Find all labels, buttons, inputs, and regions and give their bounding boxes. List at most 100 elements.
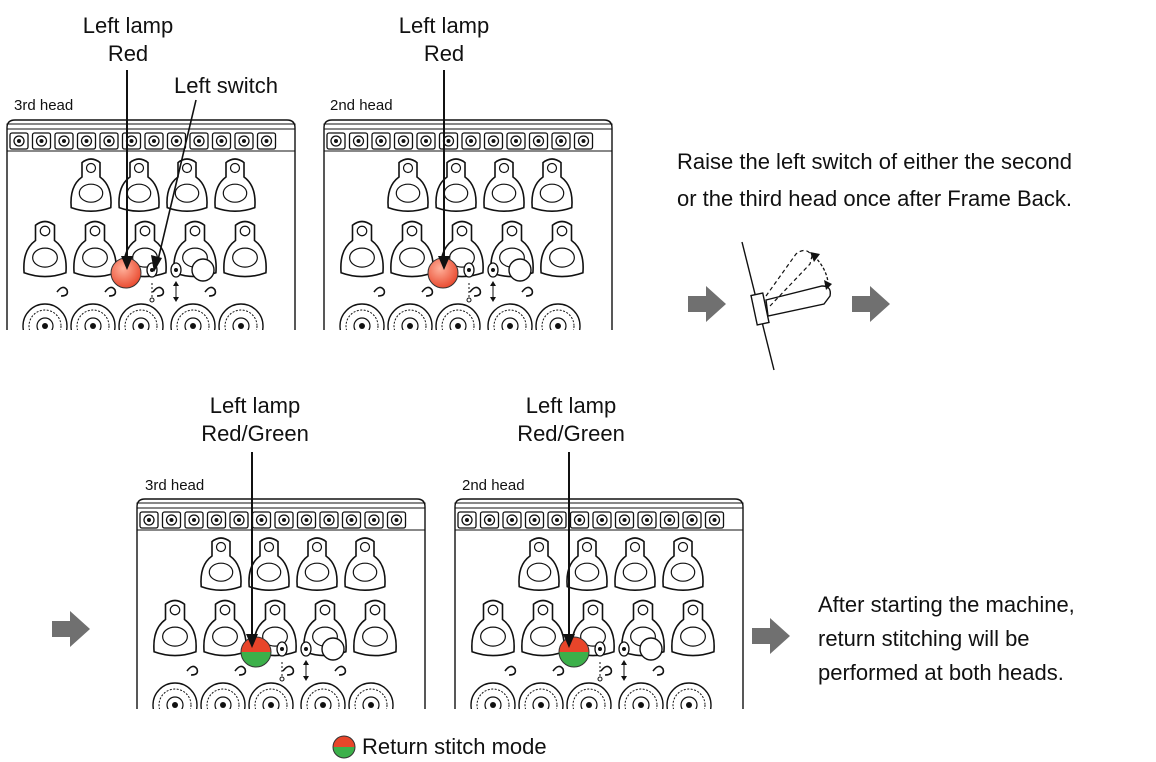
callout-line1: Left lamp bbox=[398, 13, 490, 38]
tension-knob-icon bbox=[166, 132, 187, 150]
pointer-arrowhead bbox=[151, 255, 162, 272]
result-line3: performed at both heads. bbox=[818, 660, 1064, 685]
tension-disc-icon bbox=[435, 303, 481, 330]
thread-guide-icon bbox=[153, 599, 197, 657]
legend-label: Return stitch mode bbox=[362, 734, 547, 759]
top-left-lamp-callout: Left lamp Red bbox=[58, 12, 198, 68]
flow-arrow-right-icon bbox=[688, 286, 726, 322]
thread-hook-icon bbox=[504, 665, 517, 676]
toggle-switch-icon bbox=[618, 641, 630, 657]
head-label-2nd-bottom: 2nd head bbox=[462, 477, 525, 494]
tension-knob-icon bbox=[461, 132, 481, 150]
thread-guide-icon bbox=[200, 537, 242, 591]
thread-guide-icon bbox=[471, 599, 515, 657]
thread-guide-icon bbox=[223, 220, 267, 278]
tension-disc-icon bbox=[339, 303, 385, 330]
pointer-line-left-switch bbox=[157, 99, 197, 261]
tension-knob-icon bbox=[483, 132, 504, 150]
tension-knob-icon bbox=[547, 511, 567, 529]
thread-hook-icon bbox=[552, 665, 565, 676]
thread-guide-icon bbox=[518, 537, 560, 591]
tension-knob-icon bbox=[637, 511, 657, 529]
head-label-2nd-top: 2nd head bbox=[330, 97, 393, 114]
raise-switch-instruction: Raise the left switch of either the seco… bbox=[677, 148, 1152, 213]
tension-disc-icon bbox=[118, 303, 164, 330]
left-switch-callout: Left switch bbox=[174, 73, 278, 98]
thread-guide-icon bbox=[214, 158, 256, 212]
instruction-line1: Raise the left switch of either the seco… bbox=[677, 149, 1072, 174]
tension-disc-icon bbox=[470, 682, 516, 709]
thread-guide-icon bbox=[248, 537, 290, 591]
tension-knob-icon bbox=[416, 132, 436, 150]
tension-knob-icon bbox=[256, 132, 277, 150]
tension-disc-icon bbox=[618, 682, 664, 709]
toggle-switch-icon bbox=[276, 641, 288, 657]
tension-knob-icon bbox=[31, 132, 52, 150]
callout-line2: Red bbox=[107, 41, 149, 66]
round-button-icon bbox=[321, 637, 345, 661]
result-line2: return stitching will be bbox=[818, 626, 1030, 651]
thread-guide-icon bbox=[203, 599, 247, 657]
tension-knob-icon bbox=[139, 511, 159, 529]
tension-disc-icon bbox=[170, 303, 216, 330]
toggle-switch-icon bbox=[463, 262, 475, 278]
tension-knob-icon bbox=[211, 132, 232, 150]
thread-guide-icon bbox=[73, 220, 117, 278]
thread-guide-icon bbox=[483, 158, 525, 212]
callout-line2: Red bbox=[423, 41, 465, 66]
tension-disc-icon bbox=[70, 303, 116, 330]
tension-knob-icon bbox=[319, 511, 339, 529]
head-label-3rd-top: 3rd head bbox=[14, 97, 74, 114]
thread-guide-icon bbox=[614, 537, 656, 591]
thread-guide-icon bbox=[566, 537, 608, 591]
round-button-icon bbox=[639, 637, 663, 661]
flow-arrow-right-icon bbox=[852, 286, 890, 322]
tension-knob-icon bbox=[234, 132, 254, 150]
callout-line2: Red/Green bbox=[517, 421, 625, 446]
bottom-right-lamp-callout: Left lamp Red/Green bbox=[486, 392, 656, 448]
top-pointer-lines bbox=[121, 70, 450, 272]
thread-hook-icon bbox=[104, 286, 117, 297]
tension-disc-icon bbox=[387, 303, 433, 330]
thread-hook-icon bbox=[652, 665, 665, 676]
thread-hook-icon bbox=[469, 286, 482, 297]
tension-knob-icon bbox=[9, 132, 29, 150]
thread-guide-icon bbox=[344, 537, 386, 591]
tension-knob-icon bbox=[184, 511, 204, 529]
tension-disc-icon bbox=[348, 682, 394, 709]
toggle-switch-raise-icon bbox=[741, 241, 832, 371]
toggle-switch-icon bbox=[170, 262, 182, 278]
tension-knob-icon bbox=[54, 132, 74, 150]
tension-knob-icon bbox=[704, 511, 725, 529]
tension-knob-icon bbox=[296, 511, 317, 529]
tension-knob-icon bbox=[682, 511, 702, 529]
head-label-3rd-bottom: 3rd head bbox=[145, 477, 205, 494]
thread-guide-icon bbox=[387, 158, 429, 212]
tension-knob-icon bbox=[393, 132, 414, 150]
thread-guide-icon bbox=[166, 158, 208, 212]
thread-guide-icon bbox=[70, 158, 112, 212]
tension-knob-icon bbox=[341, 511, 362, 529]
tension-knob-icon bbox=[144, 132, 164, 150]
pointer-arrowhead bbox=[563, 634, 575, 648]
thread-guide-icon bbox=[671, 599, 715, 657]
tension-knob-icon bbox=[614, 511, 635, 529]
thread-hook-icon bbox=[282, 665, 295, 676]
tension-knob-icon bbox=[479, 511, 500, 529]
tension-knob-icon bbox=[206, 511, 227, 529]
instruction-line2: or the third head once after Frame Back. bbox=[677, 186, 1072, 211]
tension-disc-icon bbox=[666, 682, 712, 709]
tension-knob-icon bbox=[189, 132, 209, 150]
thread-guide-icon bbox=[296, 537, 338, 591]
head-panel-2nd-bottom bbox=[454, 498, 744, 709]
tension-disc-icon bbox=[248, 682, 294, 709]
callout-line1: Left lamp bbox=[209, 393, 301, 418]
tension-knob-icon bbox=[502, 511, 522, 529]
head-panel-3rd-top bbox=[6, 119, 296, 330]
tension-disc-icon bbox=[535, 303, 581, 330]
tension-knob-icon bbox=[573, 132, 594, 150]
result-line1: After starting the machine, bbox=[818, 592, 1075, 617]
toggle-switch-icon bbox=[594, 641, 606, 657]
round-button-icon bbox=[191, 258, 215, 282]
